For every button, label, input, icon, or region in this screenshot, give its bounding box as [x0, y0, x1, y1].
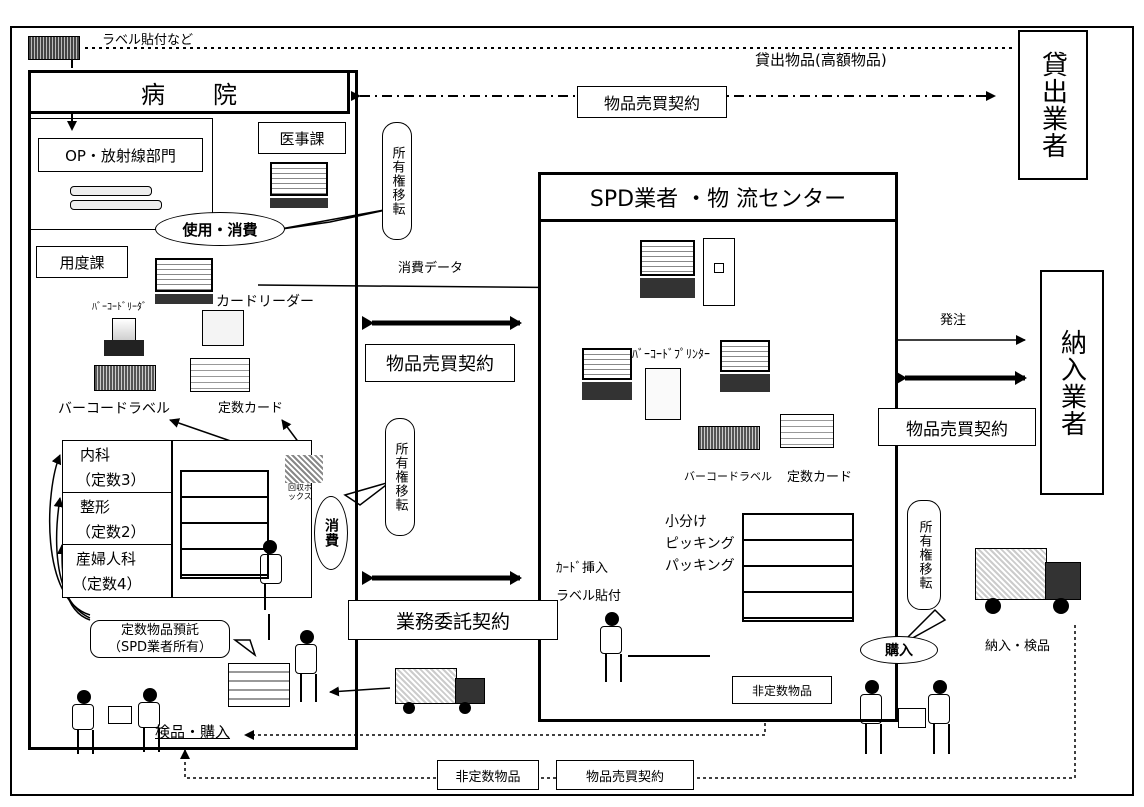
- dept-internal-med: 内科: [80, 446, 111, 464]
- consignment-line-1: 定数物品預託: [120, 623, 199, 638]
- card-reader-icon: [202, 310, 244, 346]
- supplies-dept-label: 用度課: [36, 246, 128, 278]
- server-icon: [703, 238, 735, 306]
- picking-text: ピッキング: [665, 536, 735, 552]
- barcode-printer-icon: [645, 368, 681, 420]
- non-fixed-1-label: 非定数物品: [732, 676, 832, 704]
- subdivide-text: 小分け: [665, 514, 707, 530]
- label-attach-text: ラベル貼付: [556, 589, 622, 604]
- fixed-card-icon: [190, 358, 250, 392]
- computer-icon: [582, 348, 632, 404]
- order-text: 発注: [940, 313, 967, 328]
- person-icon: [600, 612, 624, 684]
- fixed-card-left-text: 定数カード: [218, 401, 284, 416]
- truck-icon: [395, 668, 485, 716]
- package-icon: [108, 706, 132, 724]
- barcode-reader-base: [104, 340, 144, 356]
- delivery-vendor-box: 納入業者: [1040, 270, 1104, 495]
- sales-contract-mid: 物品売買契約: [365, 344, 515, 382]
- packing-text: パッキング: [665, 558, 735, 574]
- loan-vendor-box: 貸出業者: [1018, 30, 1088, 180]
- dept-orthopedics: 整形: [80, 498, 111, 516]
- use-consume-oval: 使用・消費: [155, 212, 285, 246]
- catheter-icon: [70, 186, 152, 196]
- person-icon: [928, 680, 952, 758]
- dotted-loop-bottom: [180, 625, 1076, 779]
- computer-icon: [270, 162, 328, 208]
- catheter-icon-2: [70, 200, 162, 210]
- delivery-inspect-text: 納入・検品: [985, 639, 1051, 654]
- inspect-purchase-text: 検品・購入: [155, 723, 231, 741]
- storage-shelf-icon: [180, 470, 269, 579]
- dept-obgyn: 産婦人科: [76, 550, 137, 568]
- barcode-reader-text: ﾊﾞｰｺｰﾄﾞﾘｰﾀﾞ: [92, 302, 147, 313]
- barcode-label-icon: [698, 426, 760, 450]
- sales-contract-top: 物品売買契約: [577, 86, 727, 118]
- consume-oval: 消費: [314, 496, 348, 570]
- purchase-oval: 購入: [860, 636, 938, 664]
- diagram-frame: [10, 26, 1134, 796]
- collection-box-icon: [285, 455, 323, 483]
- fixed-card-icon: [780, 414, 834, 448]
- cart-icon: [228, 663, 290, 707]
- person-icon: [260, 540, 282, 640]
- fixed-card-right-text: 定数カード: [787, 470, 853, 485]
- departments-box: [62, 440, 172, 598]
- ownership-bubble-2: 所有権移転: [385, 418, 415, 536]
- consignment-line-2: （SPD業者所有）: [107, 640, 213, 655]
- spd-center-title: SPD業者 ・物 流センター: [538, 172, 898, 222]
- dept-fixed3: （定数3）: [76, 471, 146, 489]
- sales-contract-right: 物品売買契約: [878, 408, 1036, 446]
- consumption-data-text: 消費データ: [398, 261, 464, 276]
- truck-icon: [975, 548, 1085, 618]
- barcode-label-right-text: バーコードラベル: [684, 470, 772, 483]
- package-icon: [898, 708, 926, 728]
- hospital-title: 病 院: [28, 70, 350, 114]
- computer-icon: [640, 240, 695, 302]
- person-icon: [295, 630, 319, 706]
- card-insert-text: ｶｰﾄﾞ挿入: [556, 561, 609, 576]
- sales-contract-bottom: 物品売買契約: [556, 760, 694, 790]
- person-icon: [860, 680, 884, 758]
- collection-box-text: 回収ボックス: [288, 483, 312, 501]
- ownership-bubble-1: 所有権移転: [382, 122, 412, 240]
- consignment-bubble: 定数物品預託 （SPD業者所有）: [90, 620, 230, 658]
- loan-goods-text: 貸出物品(高額物品): [755, 51, 887, 69]
- storage-shelf-icon: [742, 513, 854, 622]
- barcode-printer-text: ﾊﾞｰｺｰﾄﾞﾌﾟﾘﾝﾀｰ: [632, 347, 711, 361]
- non-fixed-2-label: 非定数物品: [437, 760, 539, 790]
- outsourcing-contract: 業務委託契約: [348, 600, 558, 640]
- dept-fixed2: （定数2）: [76, 523, 146, 541]
- computer-icon: [720, 340, 770, 396]
- op-dept-area: [28, 118, 213, 230]
- ownership-bubble-3: 所有権移転: [907, 500, 941, 610]
- computer-icon: [155, 258, 213, 304]
- card-reader-text: カードリーダー: [216, 294, 314, 310]
- person-icon: [72, 690, 96, 756]
- medical-affairs-label: 医事課: [258, 122, 346, 154]
- label-attach-top-text: ラベル貼付など: [102, 33, 194, 48]
- barcode-label-left-text: バーコードラベル: [58, 401, 170, 417]
- person-icon: [138, 688, 162, 756]
- dept-fixed4: （定数4）: [72, 575, 142, 593]
- barcode-label-icon: [94, 365, 156, 391]
- work-table-icon: [628, 655, 710, 699]
- barcode-label-icon: [28, 36, 80, 60]
- op-dept-label: OP・放射線部門: [38, 138, 203, 172]
